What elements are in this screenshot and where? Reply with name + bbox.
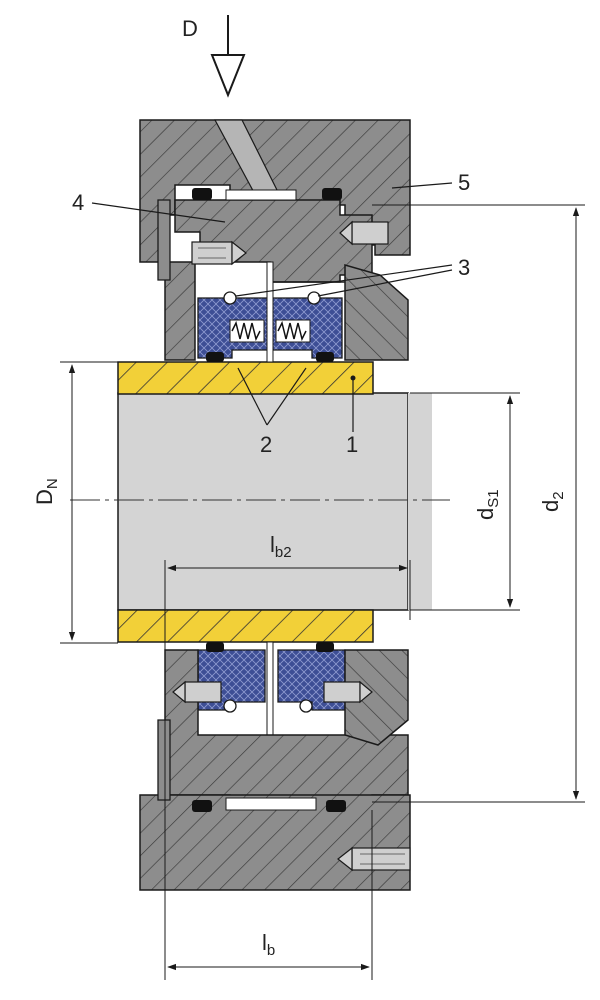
- label-DN: DN: [32, 478, 61, 505]
- label-5: 5: [458, 170, 470, 195]
- set-screw-housing-bottom: [337, 846, 411, 872]
- flange-top: [157, 199, 171, 281]
- set-screw-bottom-left: [172, 680, 222, 704]
- shaft: [117, 392, 409, 611]
- springs-top: [229, 319, 311, 343]
- sleeve-o-ring-top-right: [316, 352, 334, 362]
- housing-top: [139, 119, 411, 361]
- label-3: 3: [458, 255, 470, 280]
- label-2: 2: [260, 432, 272, 457]
- housing-bottom: [139, 794, 411, 891]
- label-1: 1: [346, 432, 358, 457]
- label-D: D: [182, 16, 198, 41]
- leader-5: [391, 182, 453, 189]
- set-screw-bottom-right: [323, 680, 373, 704]
- groove-bottom: [225, 797, 317, 811]
- pin-bottom-right: [299, 699, 313, 713]
- shaft-sleeve-top: [117, 361, 374, 395]
- pin-top-left: [223, 291, 237, 305]
- groove-top: [225, 189, 297, 201]
- divider-disc-top: [266, 261, 274, 363]
- seal-housing-top: [270, 264, 409, 361]
- sleeve-o-ring-top-left: [206, 352, 224, 362]
- leader-2a: [237, 367, 268, 426]
- sleeve-o-ring-bottom-right: [316, 642, 334, 652]
- label-lb: lb: [262, 930, 275, 959]
- label-4: 4: [72, 190, 84, 215]
- pin-top-right: [307, 291, 321, 305]
- flange-bottom: [157, 719, 171, 801]
- flush-inlet-arrow: [210, 15, 246, 98]
- set-screw-top-left: [191, 240, 247, 266]
- set-screw-top-right: [339, 220, 389, 246]
- o-ring-bottom-right: [326, 800, 346, 812]
- leader-3a: [235, 264, 453, 297]
- leader-2b: [266, 367, 307, 426]
- pin-bottom-left: [223, 699, 237, 713]
- o-ring-bottom-left: [192, 800, 212, 812]
- sleeve-o-ring-bottom-left: [206, 642, 224, 652]
- label-lb2: lb2: [270, 532, 292, 561]
- leader-4: [91, 202, 226, 223]
- label-d2: d2: [538, 491, 567, 512]
- leader-3b: [317, 269, 453, 297]
- shaft-sleeve-bottom: [117, 609, 374, 643]
- seal-housing-bottom: [344, 649, 409, 746]
- shaft-extension: [408, 393, 432, 610]
- o-ring-top-right: [322, 188, 342, 200]
- divider-disc-bottom: [266, 641, 274, 741]
- leader-1-dot: [350, 375, 356, 381]
- o-ring-top-left: [192, 188, 212, 200]
- label-dS1: dS1: [473, 489, 502, 520]
